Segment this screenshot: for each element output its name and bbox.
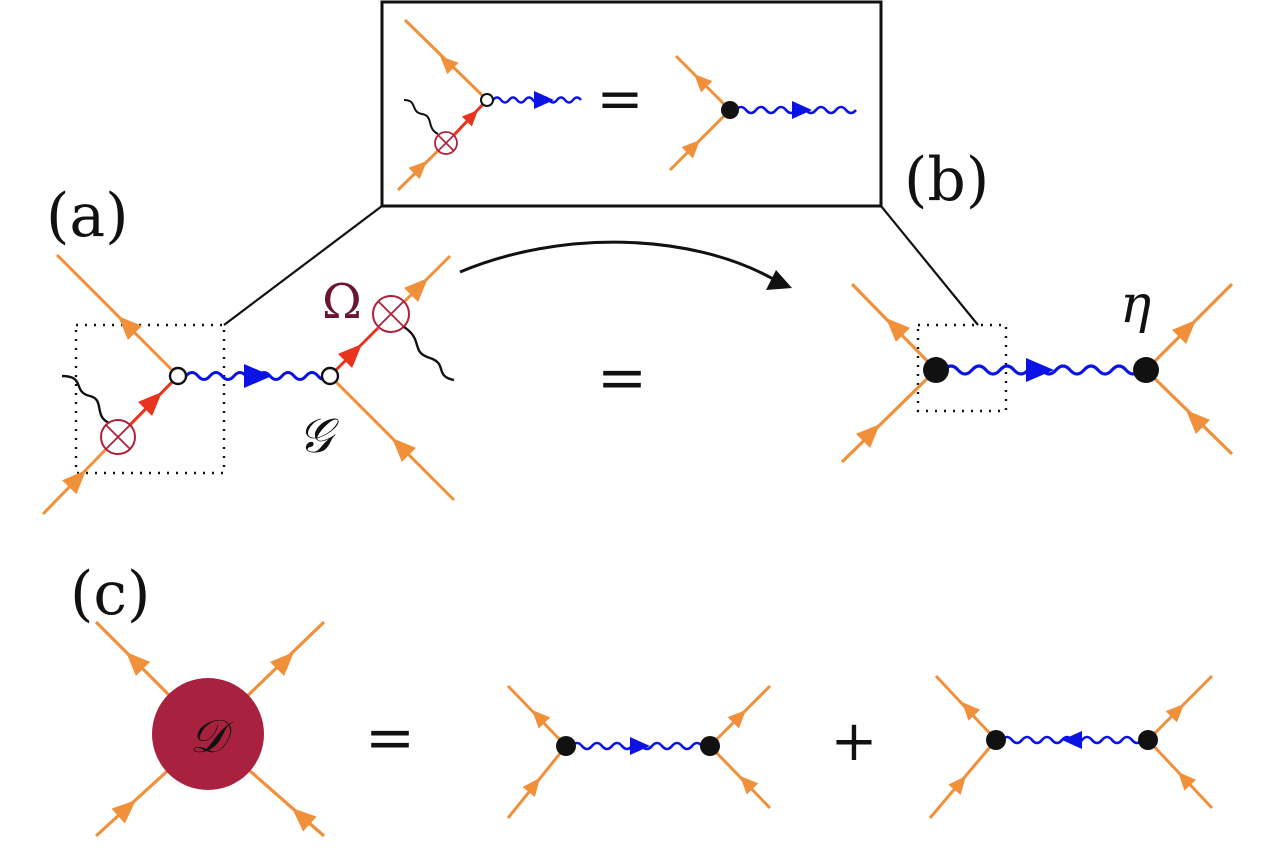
mapping-arrow [459, 240, 776, 282]
dotted-region-b [916, 323, 1008, 413]
projection-line-left [223, 205, 383, 326]
diagram-c-term2 [928, 674, 1214, 819]
plus-sign: + [831, 709, 878, 774]
g-label: 𝒢 [298, 408, 339, 464]
mapping-arrow-head [766, 270, 792, 290]
equals-sign-ab: = [597, 343, 647, 413]
interaction-blob [152, 678, 264, 790]
eta-label: η [1120, 275, 1151, 335]
equals-sign-c: = [365, 703, 415, 773]
panel-label-b: (b) [904, 145, 989, 215]
inset-right-vertex [668, 54, 857, 172]
diagram-c-term1 [506, 684, 772, 819]
inset-left-vertex [396, 18, 582, 192]
diagram-a [41, 253, 456, 516]
inset-box: = [380, 0, 883, 208]
dotted-region-a [74, 323, 226, 475]
panel-label-a: (a) [46, 181, 129, 251]
projection-line-right [880, 205, 979, 326]
omega-label: Ω [322, 274, 362, 330]
diagram-b [840, 282, 1234, 464]
panel-label-c: (c) [70, 559, 150, 629]
diagram-c-blob [94, 620, 326, 838]
inset-equals-sign: = [597, 67, 644, 132]
